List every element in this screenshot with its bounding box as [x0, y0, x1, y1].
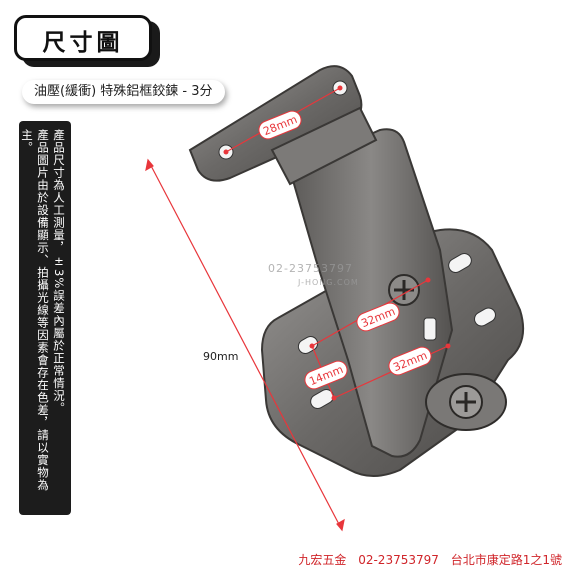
dim-arrow [145, 158, 154, 172]
dim-line-total [147, 159, 343, 531]
store-name: 九宏五金 [298, 553, 347, 567]
section-title: 尺寸圖 [42, 30, 124, 56]
arm-slot [423, 317, 437, 341]
dim-pill-middle [356, 302, 400, 332]
bottom-screw-slot [456, 392, 476, 412]
dim-pill-hole [304, 360, 348, 390]
measurement-notice: 產品尺寸為人工測量，±3%誤差內屬於正常情況。 產品圖片由於設備顯示、拍攝光線等… [19, 121, 71, 515]
notice-text: 產品尺寸為人工測量，±3%誤差內屬於正常情況。 產品圖片由於設備顯示、拍攝光線等… [19, 129, 67, 507]
store-footer: 九宏五金 02-23753797 台北市康定路1之1號 [298, 551, 562, 568]
dim-point [445, 343, 451, 349]
store-address: 台北市康定路1之1號 [450, 553, 562, 567]
notice-line-2: 產品圖片由於設備顯示、拍攝光線等因素會存在色差，請以實物為主。 [20, 129, 50, 492]
dim-pill-bottom [388, 346, 432, 376]
dim-point [337, 85, 343, 91]
product-name-pill: 油壓(緩衝) 特殊鋁框鉸鍊 - 3分 [22, 80, 225, 104]
watermark-site: J-HONG.COM [297, 278, 359, 287]
dim-point [425, 277, 431, 283]
dim-label-total: 90mm [203, 350, 238, 363]
dim-arrow [336, 518, 345, 532]
plate-slot [448, 253, 472, 273]
notice-line-1: 產品尺寸為人工測量，±3%誤差內屬於正常情況。 [52, 129, 66, 415]
dim-point [309, 343, 315, 349]
dim-point [331, 395, 337, 401]
watermark-phone: 02-23753797 [268, 262, 353, 275]
hinge-arm [288, 128, 454, 458]
section-title-badge: 尺寸圖 [14, 15, 152, 61]
plate-slot [474, 307, 496, 327]
hinge-knuckle [270, 106, 378, 186]
store-phone: 02-23753797 [358, 553, 439, 567]
dim-point [223, 149, 229, 155]
dim-pill-top [258, 110, 302, 140]
